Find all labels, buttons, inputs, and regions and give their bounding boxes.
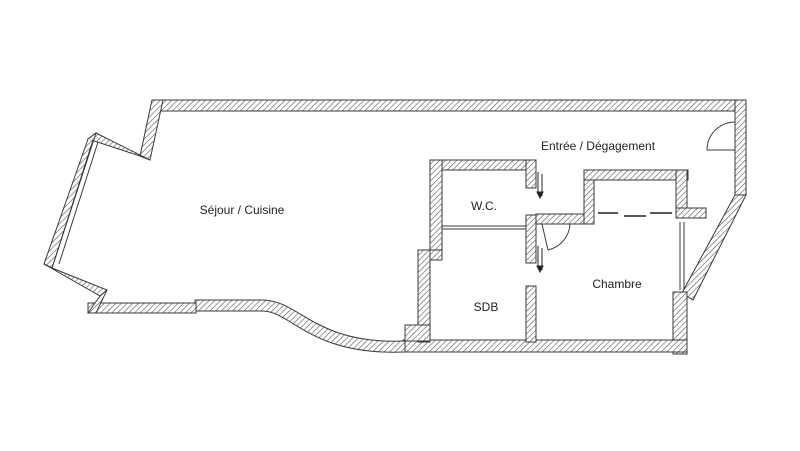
wall-top	[151, 99, 747, 112]
wall-bottom-right	[402, 339, 688, 353]
wall-wc-top	[429, 159, 535, 171]
wall-closet-top	[583, 169, 689, 181]
wall-sdb-foot	[404, 324, 431, 342]
wall-right-upper	[734, 99, 747, 196]
outer-walls	[43, 99, 747, 355]
room-label-wc: W.C.	[471, 199, 497, 213]
wall-right-diagonal	[681, 194, 747, 301]
wc-sliding-door	[536, 172, 544, 200]
room-label-sejour: Séjour / Cuisine	[200, 203, 285, 217]
entrance-door	[706, 121, 736, 151]
closet-doors	[598, 212, 672, 217]
wall-bottom-curve	[194, 299, 406, 353]
interior-walls	[404, 159, 707, 343]
wall-sdb-left	[417, 249, 431, 343]
wc-separator	[442, 225, 526, 230]
room-label-chambre: Chambre	[592, 277, 642, 291]
wall-wc-left	[429, 159, 443, 256]
wall-left-top	[139, 99, 164, 161]
chambre-door	[541, 223, 571, 251]
wall-chambre-right-step	[675, 207, 707, 219]
sdb-sliding-door	[536, 246, 544, 274]
wall-left-bottom	[87, 289, 108, 314]
wall-bottom-left	[87, 302, 197, 314]
wall-sdb-chambre	[525, 285, 537, 343]
wall-right-lower	[672, 291, 688, 355]
wall-wc-right-top	[525, 159, 537, 189]
room-label-sdb: SDB	[474, 300, 499, 314]
sliding-door-arrows	[536, 172, 544, 274]
chambre-window	[679, 222, 685, 290]
room-label-entree: Entrée / Dégagement	[541, 139, 656, 153]
wall-bay-bottom	[43, 263, 108, 297]
wall-wc-right-mid	[525, 214, 537, 264]
bay-window	[53, 139, 99, 265]
wall-bay-top	[86, 132, 151, 161]
wall-bay-left	[43, 131, 97, 269]
doors	[541, 121, 736, 251]
